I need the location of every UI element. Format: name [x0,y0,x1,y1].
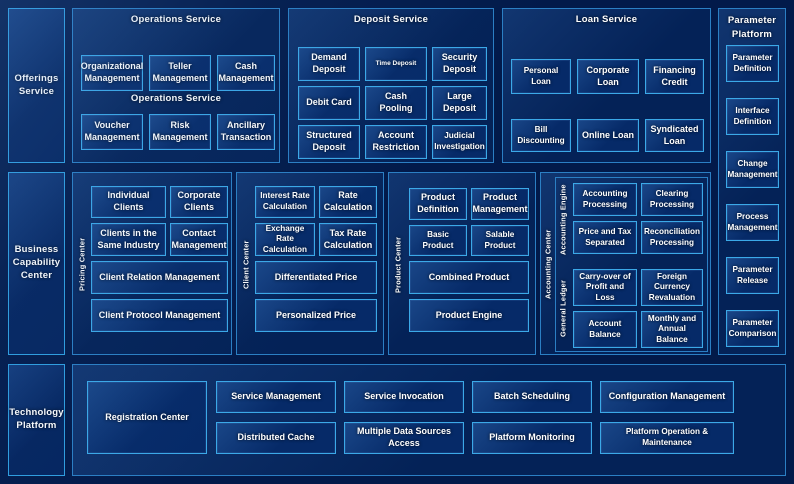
item-voucher-management[interactable]: Voucher Management [81,114,143,150]
item-product-engine[interactable]: Product Engine [409,299,529,332]
item-account-restriction[interactable]: Account Restriction [365,125,427,159]
group-operations-service[interactable]: Operations Service Organizational Manage… [72,8,280,163]
item-online-loan[interactable]: Online Loan [577,119,639,152]
item-interest-rate-calculation[interactable]: Interest Rate Calculation [255,186,315,218]
item-price-and-tax-separated[interactable]: Price and Tax Separated [573,221,637,254]
item-client-protocol-management[interactable]: Client Protocol Management [91,299,228,332]
item-organizational-management[interactable]: Organizational Management [81,55,143,91]
item-foreign-currency-revaluation[interactable]: Foreign Currency Revaluation [641,269,703,306]
item-accounting-processing[interactable]: Accounting Processing [573,183,637,216]
item-monthly-and-annual-balance[interactable]: Monthly and Annual Balance [641,311,703,348]
item-combined-product[interactable]: Combined Product [409,261,529,294]
item-carry-over-of-profit-and-loss[interactable]: Carry-over of Profit and Loss [573,269,637,306]
group-product-center[interactable]: Product Center Product Definition Produc… [388,172,536,355]
group-client-center[interactable]: Client Center Interest Rate Calculation … [236,172,384,355]
vertical-label-product-center: Product Center [393,236,403,293]
item-corporate-clients[interactable]: Corporate Clients [170,186,228,218]
item-change-management[interactable]: Change Management [726,151,779,188]
item-basic-product[interactable]: Basic Product [409,225,467,256]
item-contact-management[interactable]: Contact Management [170,223,228,256]
item-process-management[interactable]: Process Management [726,204,779,241]
vertical-label-client-center: Client Center [241,240,251,289]
item-time-deposit[interactable]: Time Deposit [365,47,427,81]
vertical-label-accounting-center: Accounting Center [543,229,553,300]
group-deposit-service[interactable]: Deposit Service Demand Deposit Time Depo… [288,8,494,163]
vertical-label-accounting-engine: Accounting Engine [558,184,568,256]
item-product-management[interactable]: Product Management [471,188,529,220]
item-large-deposit[interactable]: Large Deposit [432,86,487,120]
item-interface-definition[interactable]: Interface Definition [726,98,779,135]
accounting-inner-frame [555,177,708,352]
item-ancillary-transaction[interactable]: Ancillary Transaction [217,114,275,150]
group-title-operations-service-secondary: Operations Service [130,93,222,104]
item-personal-loan[interactable]: Personal Loan [511,59,571,94]
item-bill-discounting[interactable]: Bill Discounting [511,119,571,152]
row-label-technology-platform[interactable]: Technology Platform [8,364,65,476]
item-salable-product[interactable]: Salable Product [471,225,529,256]
item-configuration-management[interactable]: Configuration Management [600,381,734,413]
item-parameter-comparison[interactable]: Parameter Comparison [726,310,779,347]
vertical-label-pricing-center: Pricing Center [77,237,87,292]
item-distributed-cache[interactable]: Distributed Cache [216,422,336,454]
row-label-offerings-service[interactable]: Offerings Service [8,8,65,163]
item-product-definition[interactable]: Product Definition [409,188,467,220]
item-cash-pooling[interactable]: Cash Pooling [365,86,427,120]
item-batch-scheduling[interactable]: Batch Scheduling [472,381,592,413]
parameter-platform-title-line2: Platform [731,29,773,40]
item-personalized-price[interactable]: Personalized Price [255,299,377,332]
item-platform-monitoring[interactable]: Platform Monitoring [472,422,592,454]
group-pricing-center[interactable]: Pricing Center Individual Clients Corpor… [72,172,232,355]
item-client-relation-management[interactable]: Client Relation Management [91,261,228,294]
group-parameter-platform[interactable]: Parameter Platform Parameter Definition … [718,8,786,355]
item-clients-in-the-same-industry[interactable]: Clients in the Same Industry [91,223,166,256]
item-service-management[interactable]: Service Management [216,381,336,413]
row-label-business-capability-center[interactable]: Business Capability Center [8,172,65,355]
item-corporate-loan[interactable]: Corporate Loan [577,59,639,94]
item-risk-management[interactable]: Risk Management [149,114,211,150]
group-technology-platform[interactable]: Registration Center Service Management S… [72,364,786,476]
item-demand-deposit[interactable]: Demand Deposit [298,47,360,81]
group-title-operations-service: Operations Service [130,14,222,25]
item-debit-card[interactable]: Debit Card [298,86,360,120]
group-loan-service[interactable]: Loan Service Personal Loan Corporate Loa… [502,8,711,163]
item-account-balance[interactable]: Account Balance [573,311,637,348]
item-rate-calculation[interactable]: Rate Calculation [319,186,377,218]
item-exchange-rate-calculation[interactable]: Exchange Rate Calculation [255,223,315,256]
item-tax-rate-calculation[interactable]: Tax Rate Calculation [319,223,377,256]
vertical-label-general-ledger: General Ledger [558,279,568,337]
group-title-loan-service: Loan Service [575,14,638,25]
item-judicial-investigation[interactable]: Judicial Investigation [432,125,487,159]
item-cash-management[interactable]: Cash Management [217,55,275,91]
item-structured-deposit[interactable]: Structured Deposit [298,125,360,159]
group-title-deposit-service: Deposit Service [353,14,429,25]
group-accounting-center[interactable]: Accounting Center Accounting Engine Acco… [540,172,711,355]
item-registration-center[interactable]: Registration Center [87,381,207,454]
item-teller-management[interactable]: Teller Management [149,55,211,91]
item-differentiated-price[interactable]: Differentiated Price [255,261,377,294]
parameter-platform-title-line1: Parameter [727,15,777,26]
item-service-invocation[interactable]: Service Invocation [344,381,464,413]
item-multiple-data-sources-access[interactable]: Multiple Data Sources Access [344,422,464,454]
item-reconciliation-processing[interactable]: Reconciliation Processing [641,221,703,254]
item-financing-credit[interactable]: Financing Credit [645,59,704,94]
item-clearing-processing[interactable]: Clearing Processing [641,183,703,216]
item-security-deposit[interactable]: Security Deposit [432,47,487,81]
item-individual-clients[interactable]: Individual Clients [91,186,166,218]
item-platform-operation-and-maintenance[interactable]: Platform Operation & Maintenance [600,422,734,454]
item-parameter-release[interactable]: Parameter Release [726,257,779,294]
item-parameter-definition[interactable]: Parameter Definition [726,45,779,82]
item-syndicated-loan[interactable]: Syndicated Loan [645,119,704,152]
